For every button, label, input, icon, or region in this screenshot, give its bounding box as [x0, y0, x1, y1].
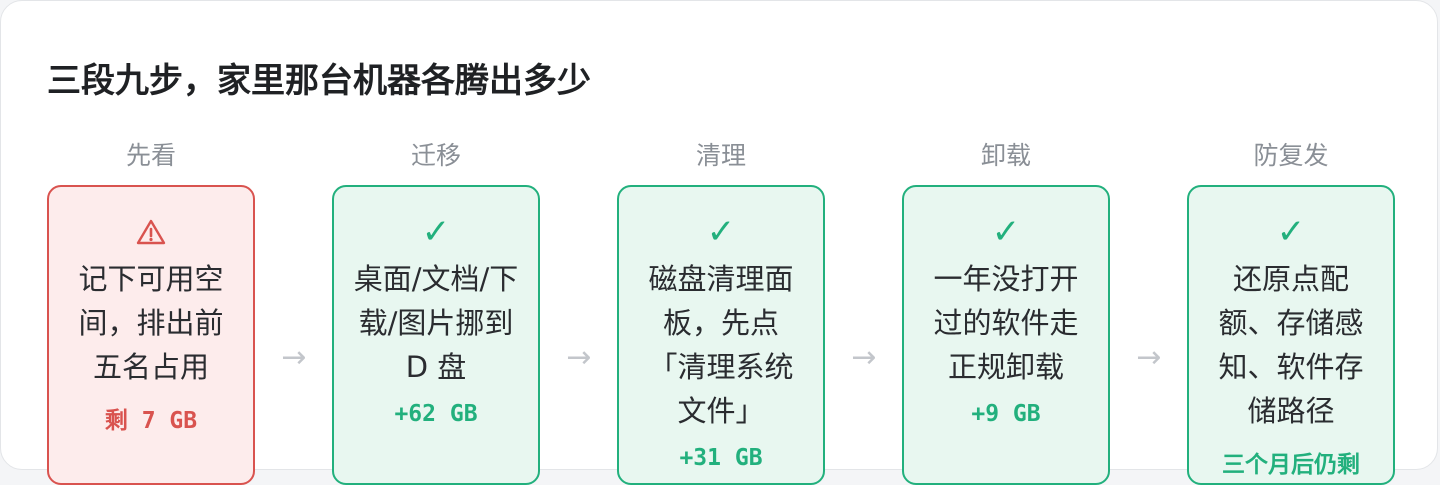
arrow-icon: → [281, 340, 307, 375]
step-migrate: 迁移 ✓ 桌面/文档/下载/图片挪到 D 盘 +62 GB [332, 141, 540, 485]
checkmark-icon: ✓ [706, 212, 736, 252]
checkmark-icon: ✓ [1276, 212, 1306, 252]
step-look: 先看 记下可用空间，排出前五名占用 剩 7 GB [47, 141, 255, 485]
step-description: 桌面/文档/下载/图片挪到 D 盘 [353, 262, 519, 384]
step-description: 一年没打开过的软件走正规卸载 [933, 262, 1079, 384]
step-description: 记下可用空间，排出前五名占用 [78, 262, 224, 384]
arrow-icon: → [566, 340, 592, 375]
step-card: 记下可用空间，排出前五名占用 剩 7 GB [47, 185, 255, 485]
step-card: ✓ 磁盘清理面板，先点「清理系统文件」 +31 GB [617, 185, 825, 485]
step-clean: 清理 ✓ 磁盘清理面板，先点「清理系统文件」 +31 GB [617, 141, 825, 485]
step-description: 磁盘清理面板，先点「清理系统文件」 [648, 262, 794, 428]
page-title: 三段九步，家里那台机器各腾出多少 [47, 61, 591, 101]
arrow-icon: → [1136, 340, 1162, 375]
step-uninstall: 卸载 ✓ 一年没打开过的软件走正规卸载 +9 GB [902, 141, 1110, 485]
step-card: ✓ 还原点配额、存储感知、软件存储路径 三个月后仍剩 [1187, 185, 1395, 485]
step-card: ✓ 桌面/文档/下载/图片挪到 D 盘 +62 GB [332, 185, 540, 485]
checkmark-icon: ✓ [991, 212, 1021, 252]
step-value: 三个月后仍剩 [1222, 452, 1360, 478]
step-description: 还原点配额、存储感知、软件存储路径 [1218, 262, 1364, 428]
step-value: +9 GB [971, 401, 1041, 427]
step-value: 剩 7 GB [104, 408, 198, 434]
step-label: 迁移 [410, 141, 461, 170]
step-value: +31 GB [679, 445, 763, 471]
step-label: 清理 [695, 141, 746, 170]
step-label: 防复发 [1253, 141, 1329, 170]
step-card: ✓ 一年没打开过的软件走正规卸载 +9 GB [902, 185, 1110, 485]
checkmark-icon: ✓ [421, 212, 451, 252]
warning-triangle-icon [49, 215, 253, 249]
step-prevent: 防复发 ✓ 还原点配额、存储感知、软件存储路径 三个月后仍剩 [1187, 141, 1395, 485]
step-label: 先看 [125, 141, 176, 170]
step-value: +62 GB [394, 401, 478, 427]
step-label: 卸载 [980, 141, 1031, 170]
arrow-icon: → [851, 340, 877, 375]
